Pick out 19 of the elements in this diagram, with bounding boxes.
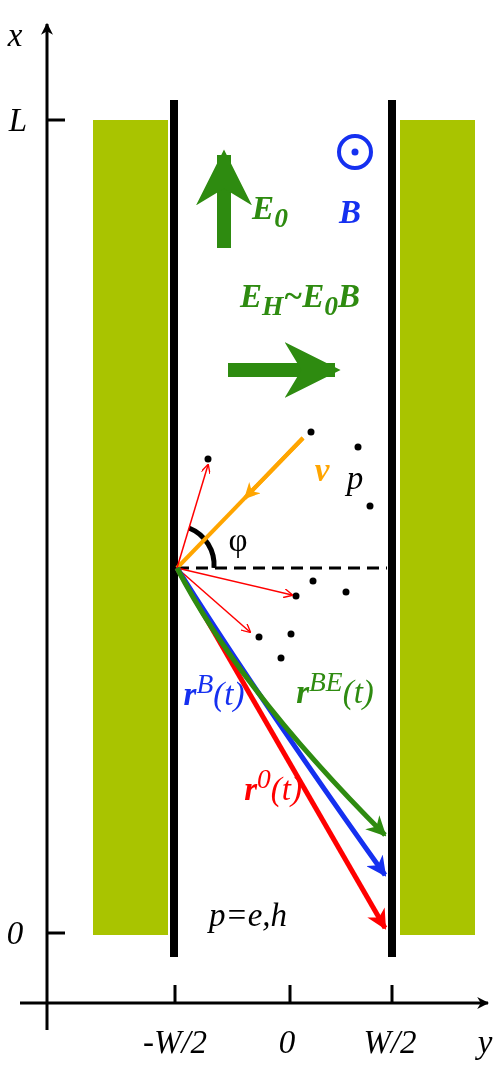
tick-label: -W/2 bbox=[142, 1025, 208, 1059]
trajectory-label: r$^{BE}$(t) bbox=[296, 667, 374, 709]
field-label: E$_{0}$ bbox=[252, 192, 288, 232]
angle-label: φ bbox=[228, 523, 248, 557]
particle-label: p bbox=[346, 461, 364, 495]
tick-label: L bbox=[8, 103, 28, 137]
trajectory-label: r$^{0}$(t) bbox=[244, 764, 302, 806]
field-label: E$_{H}$~E$_{0}$B bbox=[240, 280, 360, 320]
tick-label: 0 bbox=[6, 916, 24, 950]
tick-label: W/2 bbox=[363, 1025, 417, 1059]
electrode-plate bbox=[400, 120, 475, 935]
particle-label: p=e,h bbox=[208, 898, 288, 932]
tick-label: 0 bbox=[278, 1025, 296, 1059]
field-label: B bbox=[339, 195, 361, 229]
trajectory-label: r$^{B}$(t) bbox=[183, 669, 245, 711]
axis-label: y bbox=[477, 1025, 493, 1059]
velocity-label: v bbox=[314, 453, 330, 487]
electrode-plate bbox=[93, 120, 168, 935]
axis-label: x bbox=[7, 18, 23, 52]
